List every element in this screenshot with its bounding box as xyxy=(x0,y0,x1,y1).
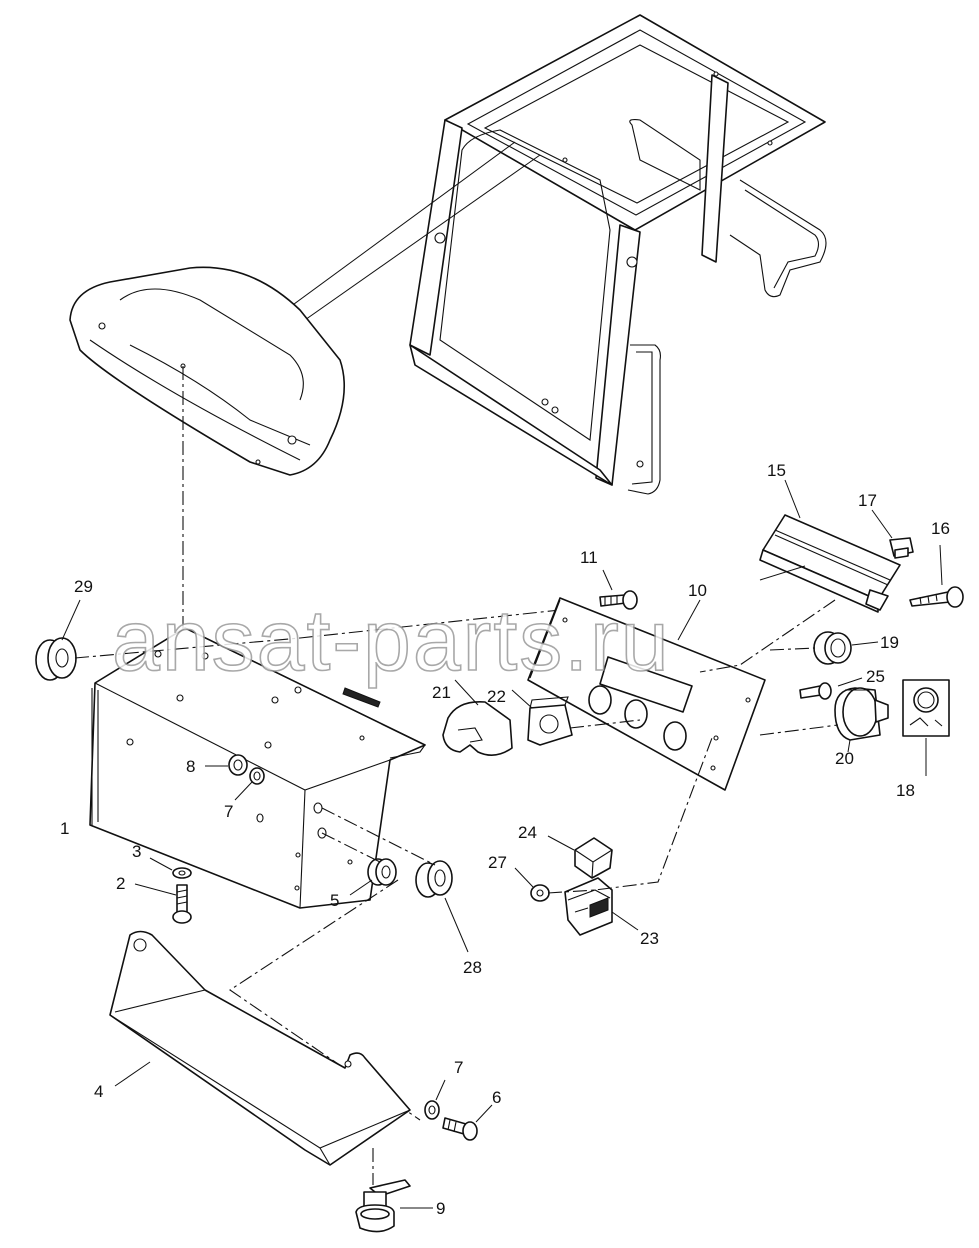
socket-22 xyxy=(511,689,573,746)
grommet-8 xyxy=(205,754,248,776)
callout-29: 29 xyxy=(74,577,93,596)
clip-17 xyxy=(871,509,914,559)
callout-9: 9 xyxy=(436,1199,445,1218)
decal-18 xyxy=(902,679,950,776)
callout-25: 25 xyxy=(866,667,885,686)
callout-11: 11 xyxy=(580,548,598,567)
callout-16: 16 xyxy=(931,519,950,538)
instrument-panel xyxy=(527,597,766,791)
callout-7-upper: 7 xyxy=(224,802,233,821)
callout-2: 2 xyxy=(116,874,125,893)
callout-18: 18 xyxy=(896,781,915,800)
callout-22: 22 xyxy=(487,687,506,706)
grommet-5 xyxy=(349,858,397,896)
callout-10: 10 xyxy=(688,581,707,600)
callout-23: 23 xyxy=(640,929,659,948)
screw-11 xyxy=(599,569,638,610)
washer-7-upper xyxy=(234,767,265,801)
callout-28: 28 xyxy=(463,958,482,977)
callout-4: 4 xyxy=(94,1082,103,1101)
callout-19: 19 xyxy=(880,633,899,652)
callout-17: 17 xyxy=(858,491,877,510)
cap-19 xyxy=(813,631,879,665)
bolt-2 xyxy=(134,883,192,924)
washer-7-lower xyxy=(424,1079,446,1120)
screw-25 xyxy=(799,677,863,700)
bolt-6 xyxy=(442,1104,493,1141)
switch-20 xyxy=(834,687,889,753)
grommet-28 xyxy=(415,860,469,953)
callout-labels: 29 8 7 1 3 2 5 28 4 7 6 9 11 10 15 17 16… xyxy=(60,461,950,1218)
washer-3 xyxy=(149,857,192,879)
relay-base-23 xyxy=(564,877,639,936)
callout-6: 6 xyxy=(492,1088,501,1107)
grommet-29 xyxy=(35,599,81,681)
console-cover xyxy=(69,266,345,476)
nut-27 xyxy=(514,867,550,902)
relay-24 xyxy=(547,835,613,879)
bracket-21 xyxy=(442,679,513,756)
callout-8: 8 xyxy=(186,757,195,776)
callout-1: 1 xyxy=(60,819,69,838)
cab-frame xyxy=(244,14,827,495)
callout-24: 24 xyxy=(518,823,537,842)
latch-9 xyxy=(355,1179,433,1233)
screw-16 xyxy=(909,544,964,608)
callout-27: 27 xyxy=(488,853,507,872)
lower-tray xyxy=(109,930,411,1166)
watermark-text: ansat-parts.ru xyxy=(112,593,671,689)
callout-20: 20 xyxy=(835,749,854,768)
callout-7-lower: 7 xyxy=(454,1058,463,1077)
callout-3: 3 xyxy=(132,842,141,861)
callout-21: 21 xyxy=(432,683,451,702)
callout-5: 5 xyxy=(330,891,339,910)
indicator-module-15 xyxy=(759,479,901,613)
callout-15: 15 xyxy=(767,461,786,480)
